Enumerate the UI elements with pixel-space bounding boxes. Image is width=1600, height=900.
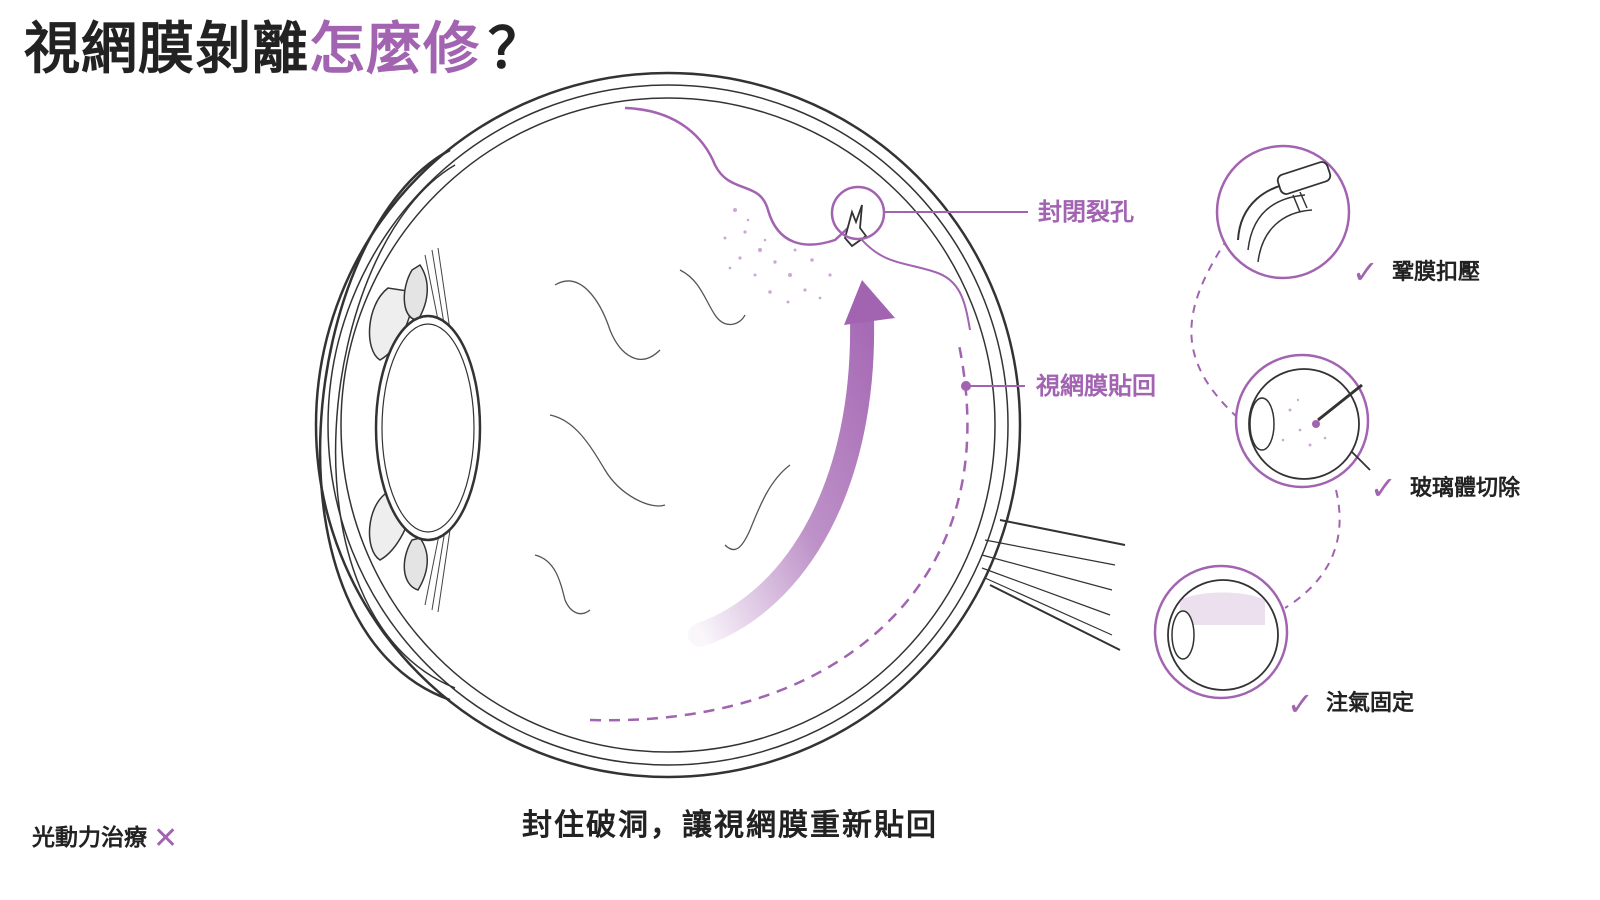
excluded-treatment: 光動力治療✕: [32, 818, 178, 856]
treatment-connector: [1284, 489, 1341, 609]
check-icon: ✓: [1370, 469, 1397, 507]
title-accent: 怎麼修: [309, 17, 480, 82]
callout-seal-tear: 封閉裂孔: [1038, 198, 1134, 226]
reattach-arrow: [688, 280, 895, 647]
treatment-connector: [1190, 237, 1239, 419]
ciliary-fibers: [424, 247, 451, 613]
pigment-speckles: [723, 208, 832, 304]
cornea: [318, 148, 456, 702]
retina-edge: [861, 239, 971, 331]
cross-icon: ✕: [153, 821, 179, 856]
eye-shell: [314, 71, 1022, 779]
callout-reattach: 視網膜貼回: [1036, 372, 1156, 400]
check-icon: ✓: [1352, 253, 1379, 291]
title-question: ？: [488, 17, 545, 82]
vitreous-floaters: [534, 269, 791, 615]
check-icon: ✓: [1287, 685, 1314, 723]
vitrectomy-panel: [1234, 353, 1371, 489]
reattach-dot: [961, 381, 971, 391]
scleral-buckle-panel: [1215, 144, 1351, 280]
optic-nerve: [981, 519, 1126, 651]
treatment-label-pneumatic: 注氣固定: [1326, 691, 1415, 716]
page-title: 視網膜剝離怎麼修？: [24, 17, 545, 82]
reattached-retina-dashed: [589, 339, 969, 722]
detached-retina: [624, 106, 849, 246]
pneumatic-panel: [1153, 564, 1289, 700]
excluded-label: 光動力治療: [32, 825, 147, 851]
caption: 封住破洞，讓視網膜重新貼回: [522, 808, 938, 843]
treatment-label-scleral-buckle: 鞏膜扣壓: [1392, 260, 1481, 285]
iris: [368, 263, 428, 591]
treatment-label-vitrectomy: 玻璃體切除: [1410, 476, 1521, 501]
lens: [374, 314, 482, 542]
callout-leaders: [884, 211, 1028, 387]
title-main: 視網膜剝離: [24, 17, 309, 82]
